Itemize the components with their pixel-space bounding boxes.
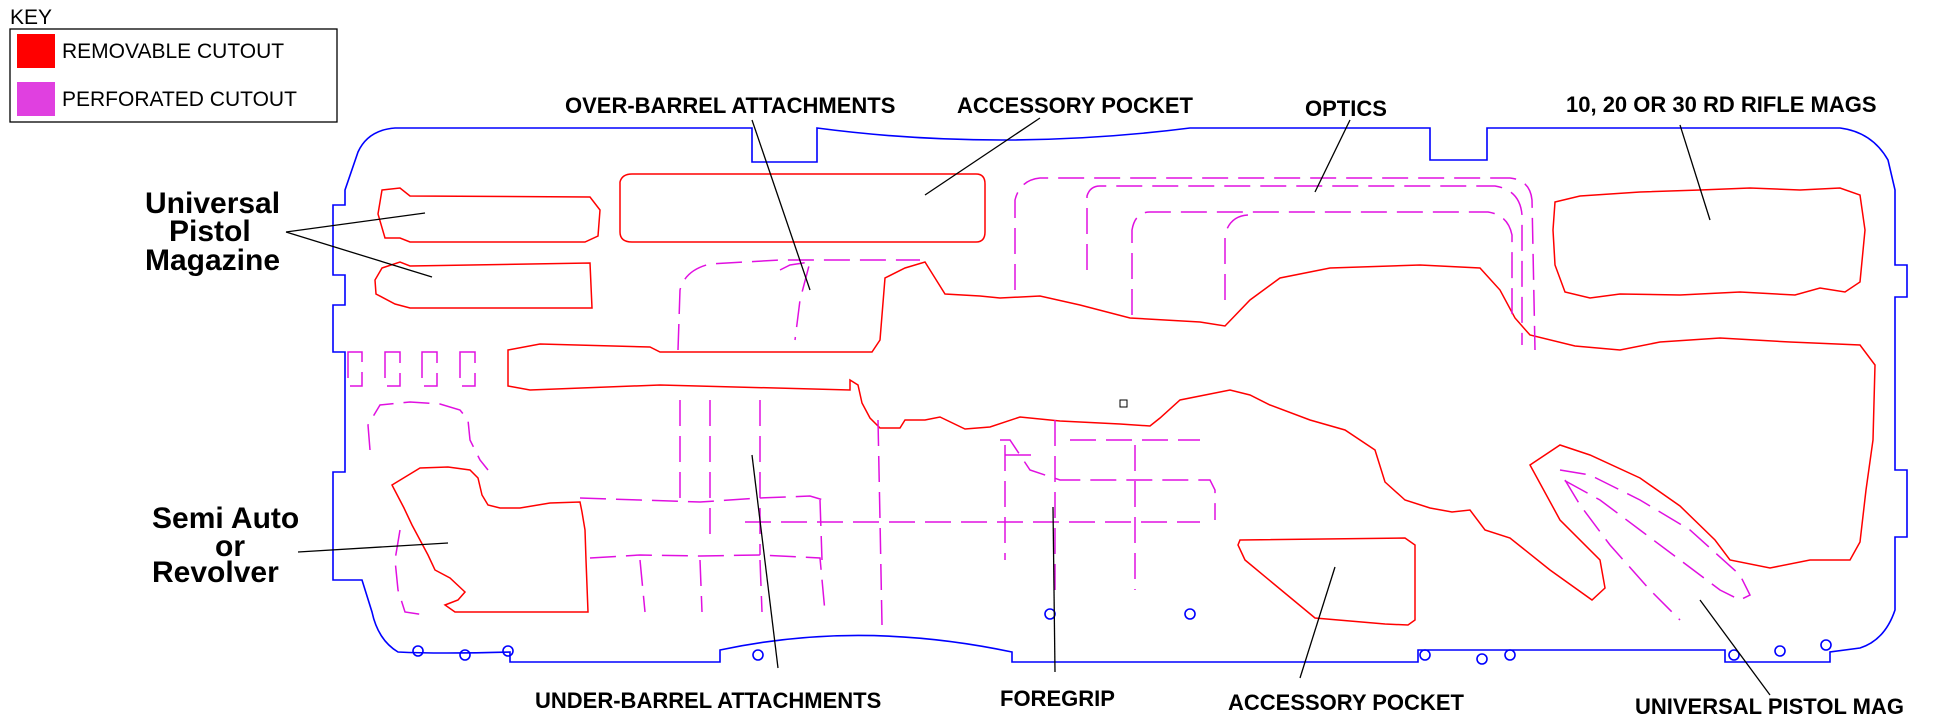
foregrip-perforated <box>1000 439 1216 520</box>
semi-auto-revolver-cutout <box>391 466 589 613</box>
hinge-marks <box>412 608 1832 665</box>
perforated-cutouts <box>347 177 1752 626</box>
label-semi-auto: Semi Auto <box>152 502 299 535</box>
pistol-perforated <box>367 401 489 471</box>
perforated-swatch <box>17 82 55 116</box>
removable-swatch <box>17 34 55 68</box>
label-magazine: Magazine <box>145 244 280 277</box>
label-under-barrel-attachments: UNDER-BARREL ATTACHMENTS <box>535 688 881 713</box>
removable-cutout-label: REMOVABLE CUTOUT <box>62 40 284 63</box>
pistol-mag-cutout-bottom <box>374 261 593 309</box>
label-pistol: Pistol <box>169 215 251 248</box>
rifle-cutout <box>507 261 1876 601</box>
label-or: or <box>215 530 245 563</box>
label-accessory-pocket-top: ACCESSORY POCKET <box>957 93 1193 118</box>
label-over-barrel-attachments: OVER-BARREL ATTACHMENTS <box>565 93 895 118</box>
universal-pistol-mag-perforated <box>1559 469 1752 601</box>
key-box <box>9 28 338 123</box>
optics-perforated <box>1014 177 1536 351</box>
label-optics: OPTICS <box>1305 96 1387 121</box>
removable-cutouts <box>374 173 1876 626</box>
rifle-mags-cutout <box>1552 187 1866 299</box>
key-title: KEY <box>10 6 52 29</box>
over-barrel-perforated <box>677 259 920 351</box>
case-outline <box>332 127 1908 663</box>
label-foregrip: FOREGRIP <box>1000 686 1115 711</box>
key-legend: KEY REMOVABLE CUTOUT PERFORATED CUTOUT <box>9 6 338 123</box>
accessory-pocket-bottom-cutout <box>1237 537 1416 626</box>
label-accessory-pocket-bottom: ACCESSORY POCKET <box>1228 690 1464 715</box>
under-barrel-perforated <box>589 554 826 613</box>
label-universal: Universal <box>145 187 280 220</box>
labels: OVER-BARREL ATTACHMENTS ACCESSORY POCKET… <box>145 92 1904 719</box>
center-mark <box>1119 399 1128 408</box>
label-revolver: Revolver <box>152 556 279 589</box>
pistol-mag-cutout-top <box>377 187 601 243</box>
accessory-pocket-top-cutout <box>619 173 986 243</box>
perforated-cutout-label: PERFORATED CUTOUT <box>62 88 297 111</box>
label-rifle-mags: 10, 20 OR 30 RD RIFLE MAGS <box>1566 92 1877 117</box>
label-universal-pistol-mag: UNIVERSAL PISTOL MAG <box>1635 694 1904 719</box>
leader-lines <box>285 117 1771 696</box>
